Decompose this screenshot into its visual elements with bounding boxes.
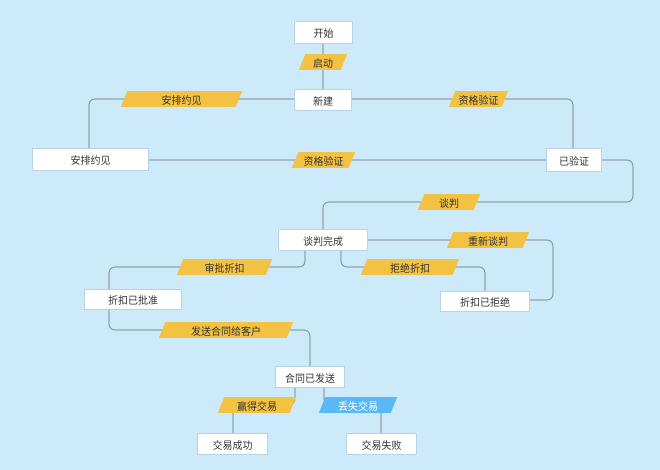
node-discount-approved-label: 折扣已批准 — [108, 296, 158, 307]
label-qualify-right-text: 资格验证 — [458, 95, 499, 107]
label-arrange-meeting[interactable]: 安排约见 — [120, 91, 243, 107]
node-deal-won-label: 交易成功 — [212, 440, 253, 452]
node-deal-lost[interactable]: 交易失败 — [346, 433, 417, 455]
label-renegotiate[interactable]: 重新谈判 — [446, 232, 530, 248]
label-send-contract[interactable]: 发送合同给客户 — [158, 322, 294, 338]
node-verified[interactable]: 已验证 — [546, 148, 602, 172]
label-lose-deal-text: 丢失交易 — [338, 401, 378, 413]
node-contract-sent[interactable]: 合同已发送 — [275, 366, 345, 388]
label-approve-discount-text: 审批折扣 — [204, 263, 245, 275]
label-negotiate-text: 谈判 — [439, 198, 459, 210]
label-qualify-middle-text: 资格验证 — [303, 156, 344, 168]
connector-new-schedule — [88, 98, 294, 148]
label-launch-text: 启动 — [313, 58, 333, 70]
node-discount-rejected-label: 折扣已拒绝 — [460, 298, 510, 309]
node-start[interactable]: 开始 — [294, 21, 353, 44]
node-contract-sent-label: 合同已发送 — [285, 373, 335, 385]
label-reject-discount[interactable]: 拒绝折扣 — [360, 259, 460, 275]
node-verified-label: 已验证 — [559, 156, 589, 168]
node-negotiation-complete[interactable]: 谈判完成 — [278, 229, 368, 251]
node-new[interactable]: 新建 — [294, 89, 352, 111]
label-qualify-right[interactable]: 资格验证 — [448, 91, 509, 107]
connector-verified-negotiated — [322, 159, 634, 229]
node-start-label: 开始 — [313, 29, 334, 40]
connector-approved-sent — [108, 310, 311, 366]
label-approve-discount[interactable]: 审批折扣 — [176, 259, 273, 275]
label-reject-discount-text: 拒绝折扣 — [390, 263, 430, 275]
node-schedule-meeting[interactable]: 安排约见 — [32, 148, 149, 171]
node-discount-approved[interactable]: 折扣已批准 — [84, 289, 182, 310]
node-negotiation-complete-label: 谈判完成 — [303, 236, 343, 248]
label-win-deal-text: 赢得交易 — [237, 401, 277, 413]
node-discount-rejected[interactable]: 折扣已拒绝 — [440, 291, 530, 312]
label-win-deal[interactable]: 赢得交易 — [217, 397, 297, 413]
node-new-label: 新建 — [313, 96, 333, 108]
node-deal-lost-label: 交易失败 — [361, 440, 402, 452]
label-lose-deal[interactable]: 丢失交易 — [318, 397, 398, 413]
connector-new-verified — [352, 98, 574, 148]
node-schedule-meeting-label: 安排约见 — [70, 156, 111, 167]
label-send-contract-text: 发送合同给客户 — [191, 326, 261, 338]
label-arrange-meeting-text: 安排约见 — [161, 95, 202, 107]
label-renegotiate-text: 重新谈判 — [468, 236, 508, 248]
label-qualify-middle[interactable]: 资格验证 — [291, 152, 356, 168]
label-launch[interactable]: 启动 — [298, 54, 348, 70]
node-deal-won[interactable]: 交易成功 — [197, 433, 268, 455]
label-negotiate[interactable]: 谈判 — [417, 194, 481, 210]
connector-rejected-negotiated — [368, 239, 554, 301]
